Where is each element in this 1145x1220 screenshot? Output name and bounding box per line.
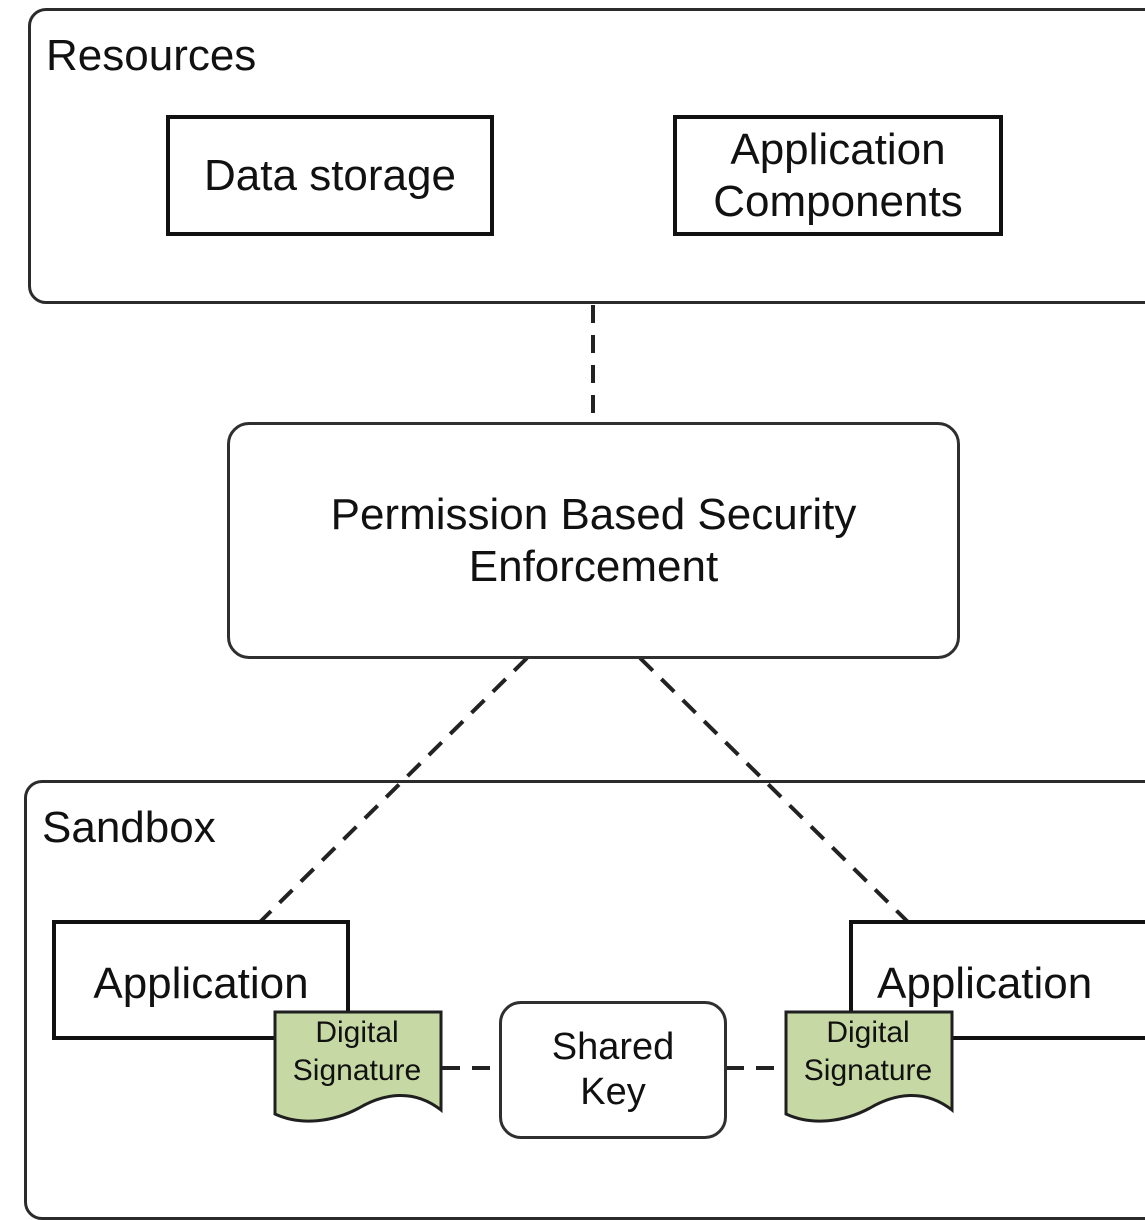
security-enforcement-label-line1: Permission Based Security xyxy=(330,489,857,539)
left-signature-document-icon xyxy=(273,1010,443,1123)
left-application-box: Application xyxy=(52,920,350,1040)
left-signature-label-line1: Digital xyxy=(315,1016,399,1049)
security-enforcement-box: Permission Based Security Enforcement xyxy=(227,422,960,659)
right-signature-document-icon xyxy=(784,1010,954,1123)
data-storage-box: Data storage xyxy=(166,115,494,236)
security-enforcement-label-line2: Enforcement xyxy=(468,541,719,591)
resources-title: Resources xyxy=(46,31,257,80)
left-application-label: Application xyxy=(93,959,309,1008)
shared-key-label-line1: Shared xyxy=(551,1026,675,1069)
shared-key-box: Shared Key xyxy=(499,1001,727,1139)
application-components-box: Application Components xyxy=(673,115,1003,236)
left-digital-signature: Digital Signature xyxy=(273,1010,453,1130)
data-storage-label: Data storage xyxy=(204,150,456,200)
right-signature-label-line1: Digital xyxy=(826,1016,910,1049)
right-signature-label-line2: Signature xyxy=(803,1054,933,1088)
left-signature-label-line2: Signature xyxy=(292,1054,422,1088)
right-application-box: Application xyxy=(849,920,1145,1040)
shared-key-label-line2: Key xyxy=(580,1071,646,1113)
right-application-label: Application xyxy=(877,959,1093,1008)
application-components-label-line2: Components xyxy=(713,176,963,226)
right-digital-signature: Digital Signature xyxy=(784,1010,964,1130)
security-architecture-diagram: Resources Data storage Application Compo… xyxy=(24,8,1145,1220)
application-components-label-line1: Application xyxy=(730,124,946,174)
sandbox-title: Sandbox xyxy=(42,803,216,852)
